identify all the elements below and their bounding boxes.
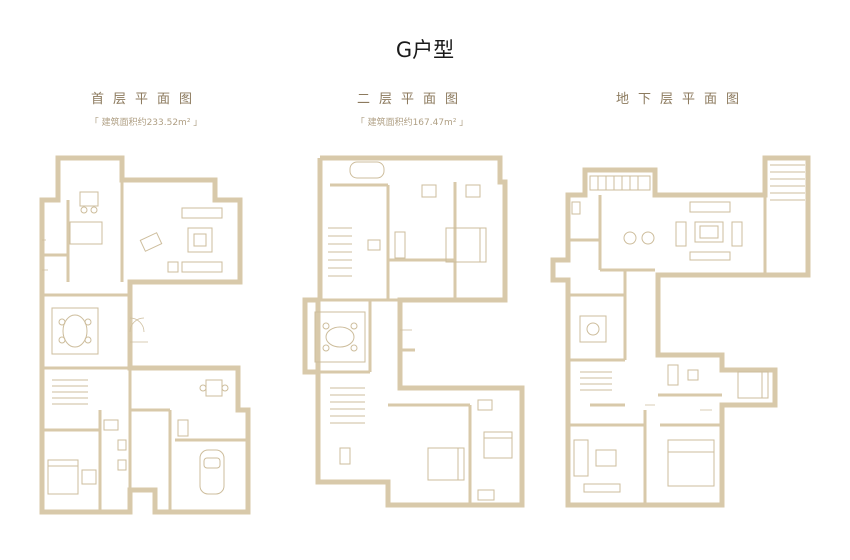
floor-area-second: 「 建筑面积约167.47m² 」 (355, 118, 469, 128)
floor-area-ground: 「 建筑面积约233.52m² 」 (89, 118, 203, 128)
floor-name-basement: 地下层平面图 (615, 92, 748, 107)
floor-name-second: 二层平面图 (356, 92, 467, 107)
plan-ground-floor (39, 155, 251, 515)
plan-basement (550, 155, 811, 508)
plan-second-floor (302, 155, 525, 508)
page-title: G户型 (395, 38, 455, 62)
floor-name-ground: 首层平面图 (90, 92, 201, 107)
